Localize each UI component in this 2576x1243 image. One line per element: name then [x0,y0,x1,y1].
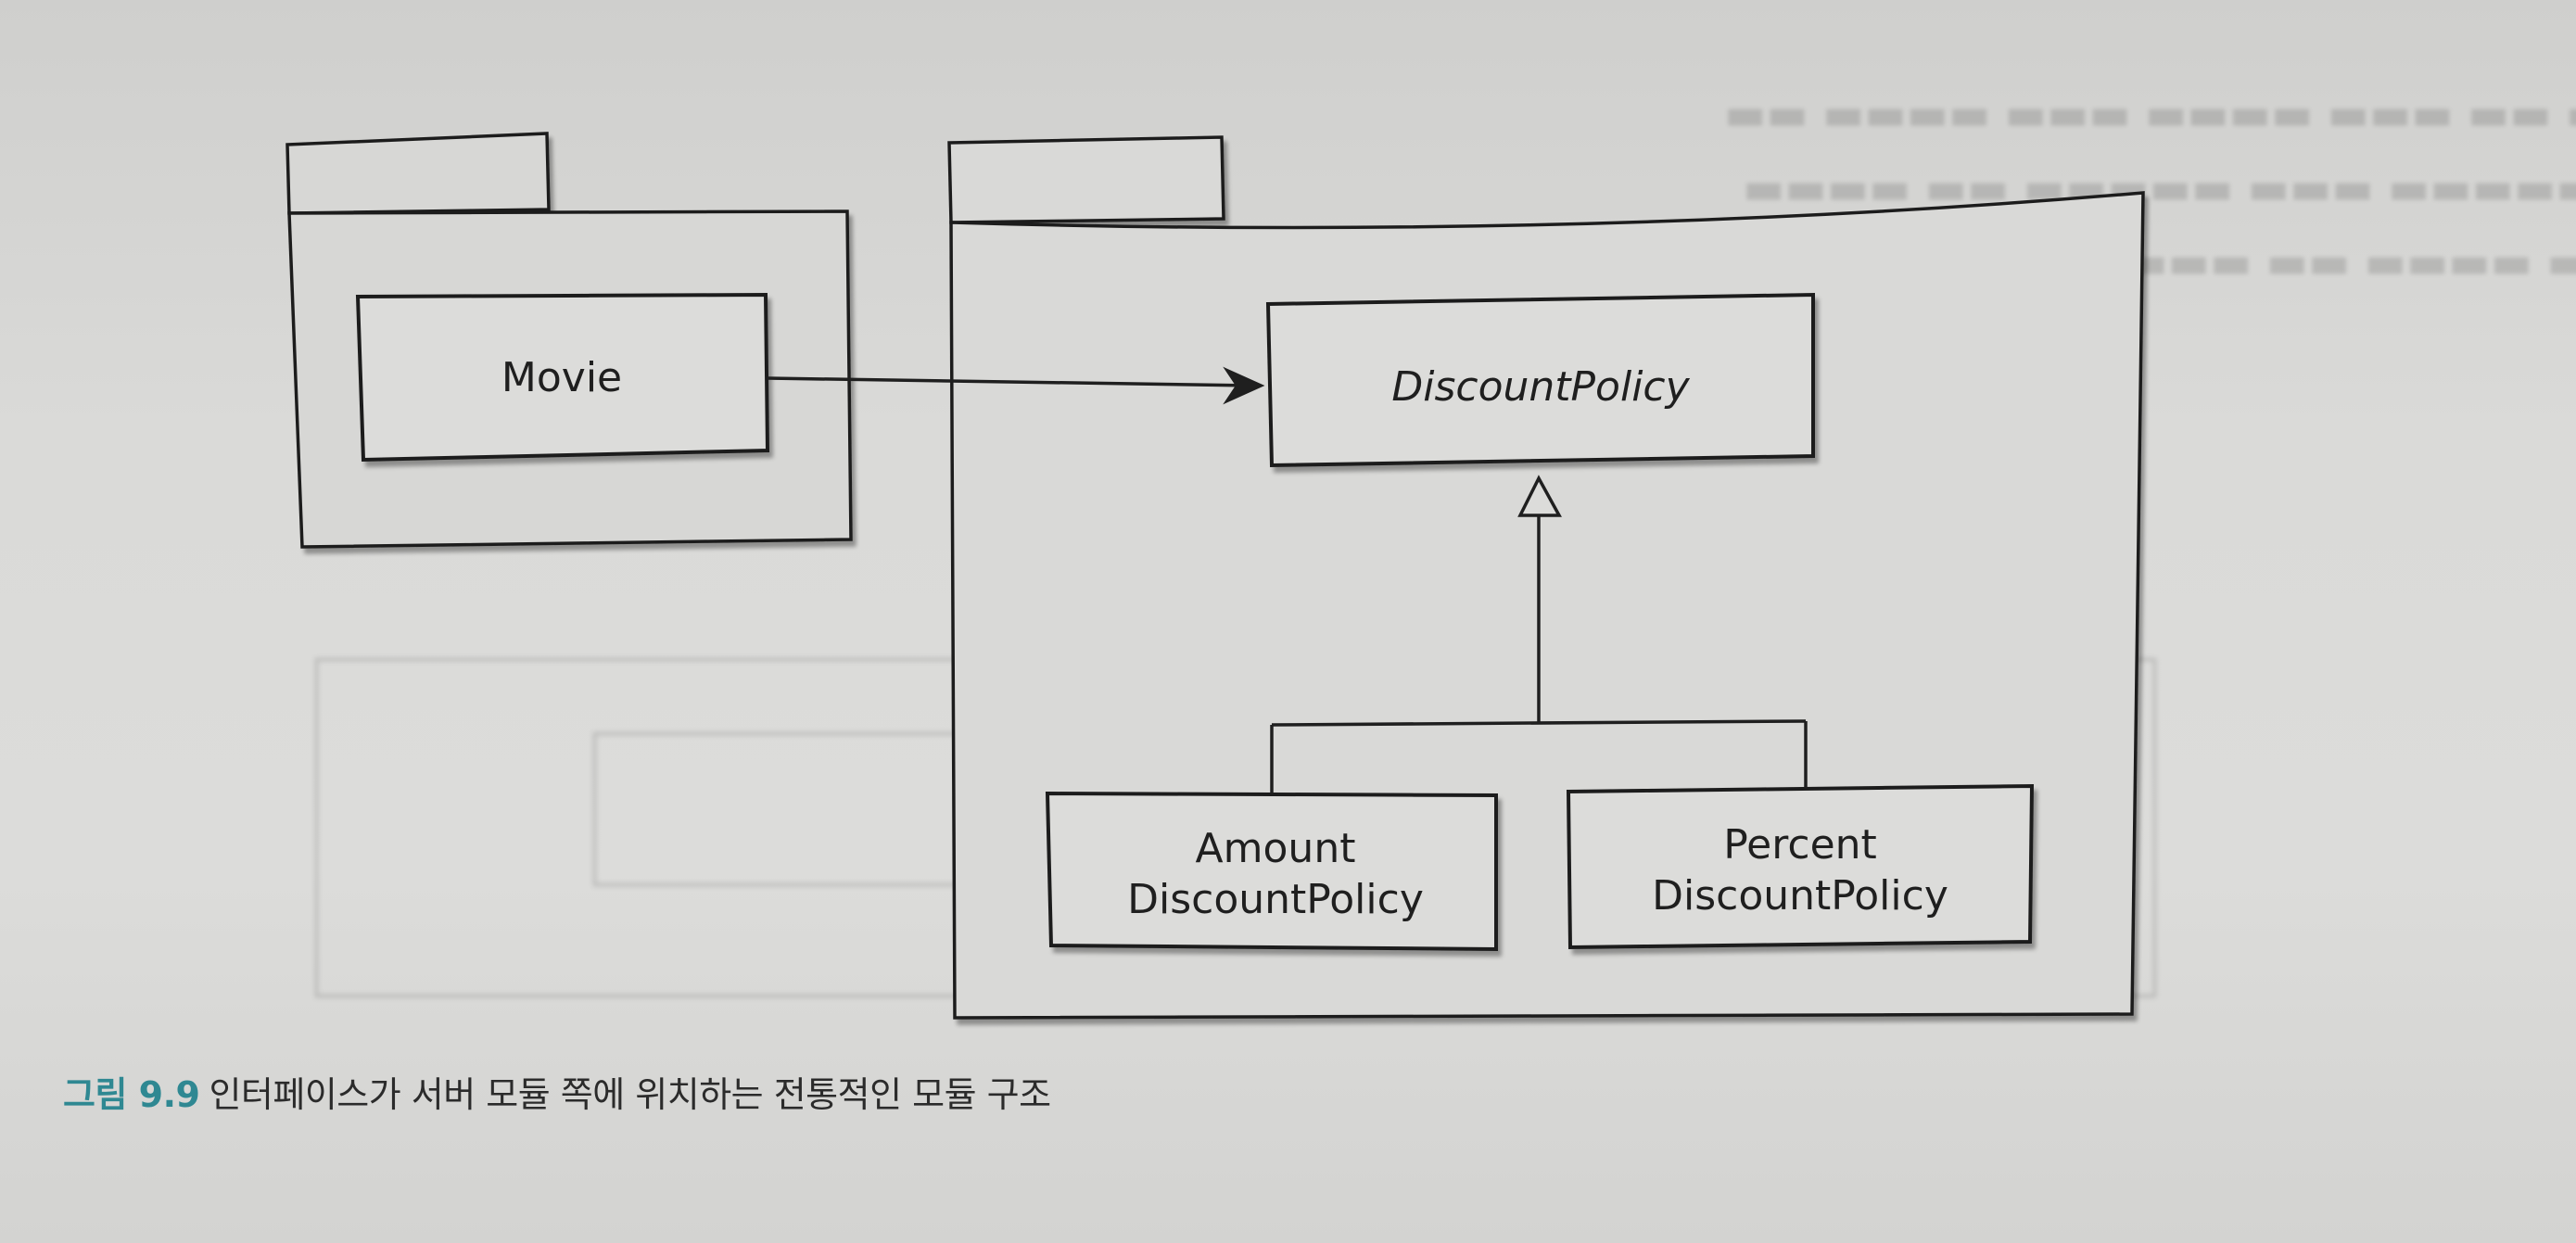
server-package-tab [947,135,1225,224]
movie-class-box [355,292,770,463]
discount-policy-class-box [1265,292,1815,468]
dependency-arrow-head [1223,366,1265,405]
movie-class [355,292,770,463]
generalization-connector [1270,475,1808,793]
amount-discount-policy-class-box [1045,791,1498,952]
amount-discount-policy-class [1045,791,1498,952]
percent-discount-policy-class [1566,783,2035,950]
percent-discount-policy-class-box [1566,783,2035,950]
figure-caption-text: 인터페이스가 서버 모듈 쪽에 위치하는 전통적인 모듈 구조 [209,1074,1051,1115]
discount-policy-class-label: DiscountPolicy [1391,363,1690,411]
movie-class-label: Movie [501,354,622,401]
amount-discount-policy-line2: DiscountPolicy [1127,876,1424,923]
amount-discount-policy-line1: Amount [1196,825,1356,872]
figure-number: 그림 9.9 [63,1074,200,1115]
percent-discount-policy-line2: DiscountPolicy [1652,872,1948,920]
client-package-tab [286,132,551,215]
discount-policy-class [1265,292,1815,468]
dependency-arrow [767,366,1265,405]
dependency-arrow-line [767,376,1254,387]
percent-discount-policy-line1: Percent [1723,821,1877,869]
generalization-bar [1271,719,1807,727]
